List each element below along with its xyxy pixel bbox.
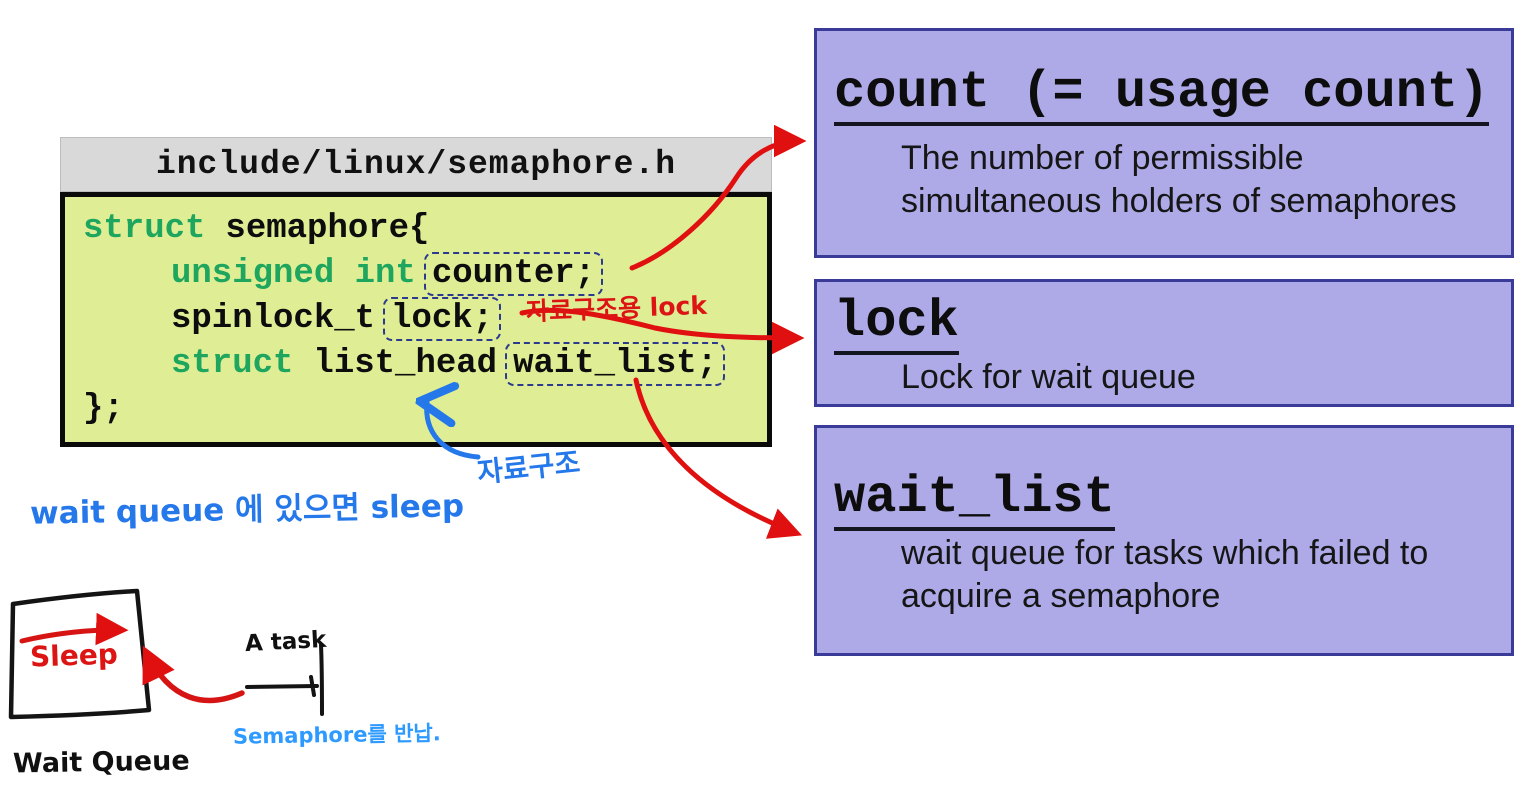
- code-file-path: include/linux/semaphore.h: [155, 146, 677, 183]
- count-title: count (= usage count): [834, 67, 1490, 126]
- keyword-struct-2: struct: [171, 345, 294, 383]
- count-info-box: count (= usage count) The number of perm…: [814, 28, 1514, 258]
- counter-field: counter;: [431, 255, 596, 293]
- type-list-head: list_head: [313, 345, 498, 383]
- count-desc-line2: simultaneous holders of semaphores: [901, 182, 1457, 220]
- lock-desc-line1: Lock for wait queue: [901, 358, 1196, 396]
- task-to-queue-arrow: [142, 645, 245, 704]
- wait-list-description: wait queue for tasks which failed to acq…: [901, 532, 1428, 618]
- wait-list-field: wait_list;: [513, 345, 718, 383]
- lock-field: lock;: [391, 300, 494, 338]
- counter-field-dashed-box: counter;: [423, 252, 604, 296]
- code-line-counter: unsigned int counter;: [83, 252, 767, 297]
- type-spinlock-t: spinlock_t: [171, 300, 376, 338]
- code-line-struct-close: };: [83, 387, 767, 432]
- keyword-struct: struct: [83, 210, 206, 248]
- count-description: The number of permissible simultaneous h…: [901, 137, 1457, 223]
- semaphore-return-note: Semaphore를 반납.: [232, 721, 441, 749]
- wait-queue-sleep-note: wait queue 에 있으면 sleep: [29, 488, 465, 532]
- lock-description: Lock for wait queue: [901, 356, 1196, 399]
- wait-list-field-dashed-box: wait_list;: [505, 342, 726, 386]
- count-desc-line1: The number of permissible: [901, 139, 1304, 177]
- sleep-label: Sleep: [29, 637, 119, 674]
- wait-list-info-box: wait_list wait queue for tasks which fai…: [814, 425, 1514, 656]
- wait-list-desc-line2: acquire a semaphore: [901, 577, 1221, 615]
- task-label: A task: [244, 626, 327, 658]
- keyword-unsigned-int: unsigned int: [171, 255, 416, 293]
- wait-list-desc-line1: wait queue for tasks which failed to: [901, 534, 1429, 572]
- lock-info-box: lock Lock for wait queue: [814, 279, 1514, 407]
- struct-name: semaphore{: [225, 210, 430, 248]
- code-line-struct-open: struct semaphore{: [83, 207, 767, 252]
- lock-field-dashed-box: lock;: [383, 297, 502, 341]
- lock-handwritten-note: 자료구조용 lock: [525, 290, 708, 327]
- code-line-wait-list: struct list_head wait_list;: [83, 342, 767, 387]
- wait-queue-label: Wait Queue: [12, 745, 190, 780]
- code-line-lock: spinlock_t lock;: [83, 297, 767, 342]
- wait-list-title: wait_list: [834, 472, 1115, 531]
- code-file-header: include/linux/semaphore.h: [60, 137, 772, 192]
- list-head-handwritten-note: 자료구조: [475, 445, 582, 490]
- struct-close: };: [83, 390, 124, 428]
- lock-title: lock: [834, 296, 959, 355]
